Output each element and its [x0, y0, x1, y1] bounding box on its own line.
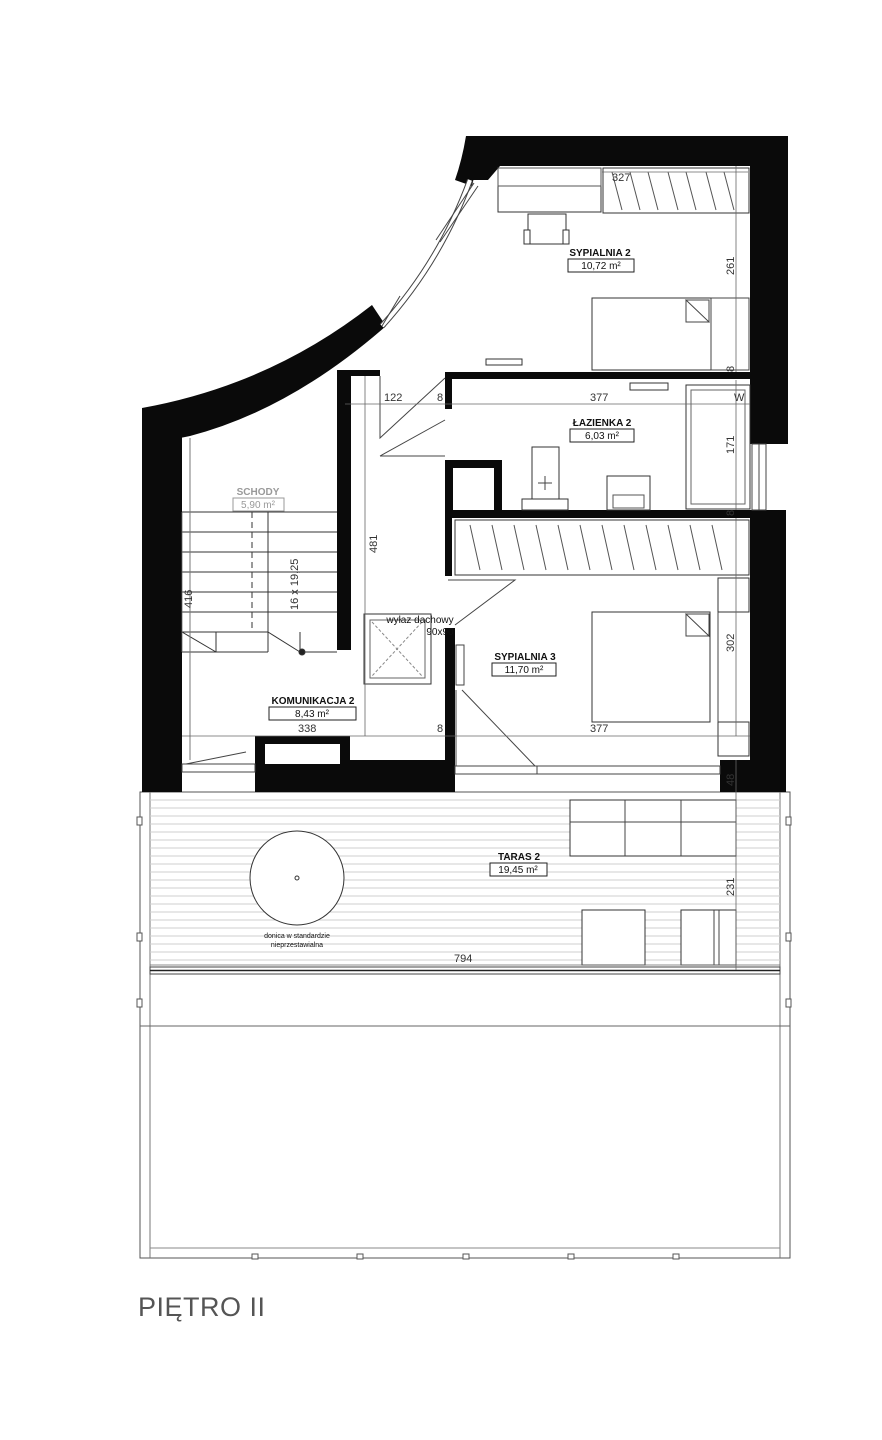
dim-338: 338 — [298, 723, 316, 735]
label-bedroom2: SYPIALNIA 2 10,72 m² — [567, 248, 635, 273]
room-area-bedroom3: 11,70 m² — [505, 665, 544, 676]
dim-122: 122 — [384, 392, 402, 404]
room-name-bedroom3: SYPIALNIA 3 — [494, 652, 556, 663]
dimension-texts: 327 261 122 8 377 171 481 416 302 338 8 … — [183, 172, 737, 965]
roof-exit-note: wyłaz dachowy — [385, 615, 453, 626]
room-name-terrace2: TARAS 2 — [498, 852, 540, 863]
room-name-stairs: SCHODY — [237, 487, 280, 498]
towel-rail — [629, 382, 669, 391]
dim-8c: 8 — [725, 366, 737, 372]
dim-8b: 8 — [437, 723, 443, 735]
label-bedroom3: SYPIALNIA 3 11,70 m² — [491, 652, 557, 677]
bedroom2-desk — [497, 167, 602, 245]
label-terrace2: TARAS 2 19,45 m² — [489, 852, 548, 877]
bedroom2-wardrobe — [602, 167, 750, 214]
dim-481: 481 — [368, 535, 380, 553]
dim-261: 261 — [725, 257, 737, 275]
roof-hatch — [363, 613, 432, 685]
dim-302: 302 — [725, 634, 737, 652]
floor-title: PIĘTRO II — [138, 1292, 266, 1322]
dim-48: 48 — [725, 774, 737, 786]
bathtub — [685, 384, 751, 510]
label-hall2: KOMUNIKACJA 2 8,43 m² — [268, 696, 357, 721]
room-name-bathroom2: ŁAZIENKA 2 — [573, 418, 632, 429]
dim-377b: 377 — [590, 723, 608, 735]
bedroom2-bed — [591, 297, 750, 371]
room-area-bathroom2: 6,03 m² — [585, 431, 620, 442]
dim-231: 231 — [725, 878, 737, 896]
radiator — [485, 358, 523, 366]
room-area-stairs: 5,90 m² — [241, 500, 276, 511]
washbasin — [606, 475, 651, 511]
planter-note-1: donica w standardzie — [264, 933, 330, 940]
stairs-spec: 16 x 19,25 — [289, 559, 301, 610]
door-swings — [379, 376, 517, 626]
label-bathroom2: ŁAZIENKA 2 6,03 m² — [569, 418, 635, 443]
wardrobe-mark: W — [734, 392, 745, 404]
dim-171: 171 — [725, 436, 737, 454]
label-stairs: SCHODY 5,90 m² — [232, 487, 285, 512]
planter-note-2: nieprzestawialna — [271, 942, 323, 949]
dim-8a: 8 — [437, 392, 443, 404]
room-name-bedroom2: SYPIALNIA 2 — [569, 248, 631, 259]
terrace-chair-left — [581, 909, 646, 966]
bedroom3-wardrobe — [454, 519, 750, 576]
walls — [142, 136, 788, 792]
room-area-terrace2: 19,45 m² — [498, 865, 538, 876]
dim-794: 794 — [454, 953, 472, 965]
terrace-chair-right — [680, 909, 737, 966]
staircase — [181, 438, 337, 760]
roof-exit-size: 90x90 — [426, 627, 454, 638]
terrace-sofa — [569, 799, 737, 857]
dim-327: 327 — [612, 172, 630, 184]
room-area-hall2: 8,43 m² — [295, 709, 330, 720]
windows — [181, 178, 767, 775]
terrace — [136, 791, 792, 1260]
planter — [249, 830, 345, 926]
dim-377a: 377 — [590, 392, 608, 404]
dim-8d: 8 — [725, 510, 737, 516]
bedroom3-bed — [591, 577, 750, 757]
room-name-hall2: KOMUNIKACJA 2 — [272, 696, 355, 707]
dim-416: 416 — [183, 590, 195, 608]
room-area-bedroom2: 10,72 m² — [581, 261, 621, 272]
dimension-lines — [150, 166, 780, 970]
toilet — [521, 446, 569, 511]
